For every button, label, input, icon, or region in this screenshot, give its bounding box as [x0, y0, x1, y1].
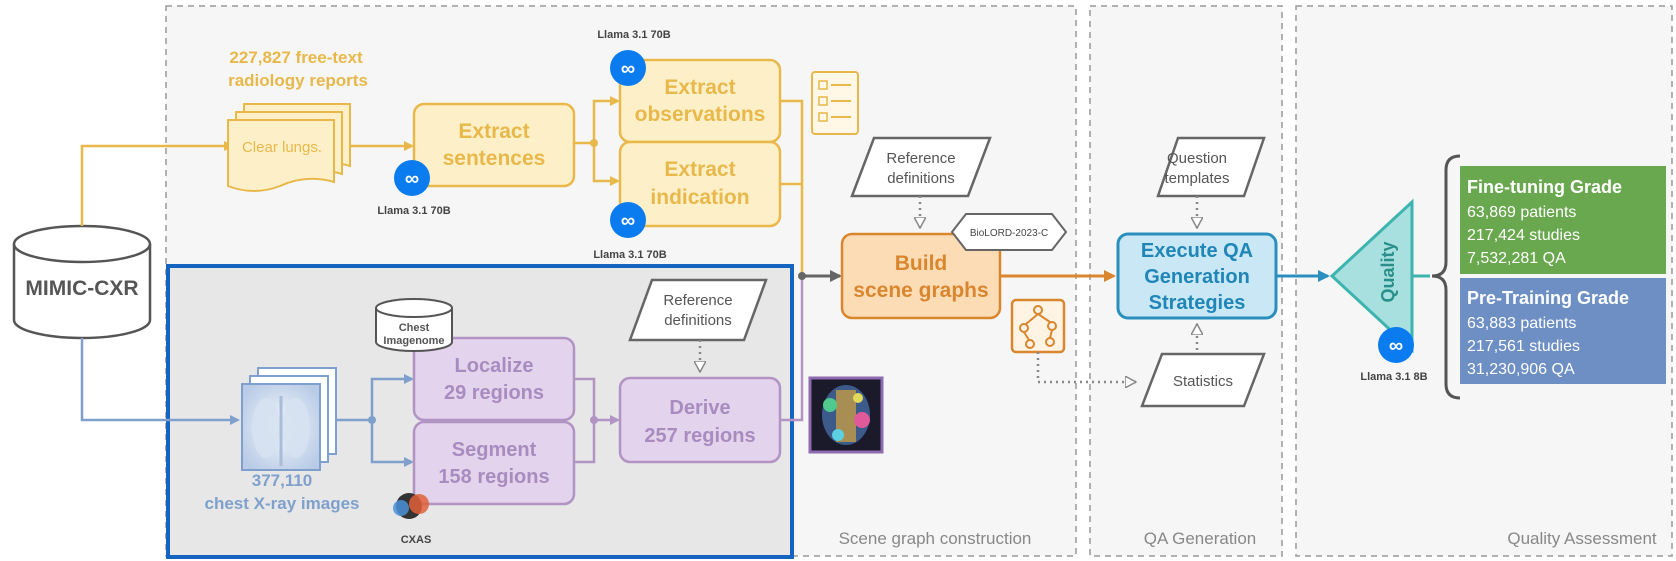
- svg-text:∞: ∞: [621, 58, 635, 80]
- pre-training-grade-card: Pre-Training Grade 63,883 patients 217,5…: [1460, 278, 1666, 384]
- svg-text:158 regions: 158 regions: [438, 466, 549, 488]
- svg-text:Fine-tuning Grade: Fine-tuning Grade: [1467, 177, 1622, 197]
- svg-text:indication: indication: [650, 186, 749, 209]
- svg-text:Reference: Reference: [663, 292, 732, 309]
- svg-text:227,827 free-text: 227,827 free-text: [229, 48, 363, 67]
- svg-text:Imagenome: Imagenome: [383, 335, 444, 347]
- database-label: MIMIC-CXR: [25, 277, 138, 300]
- chest-imagenome-database: Chest Imagenome: [375, 298, 453, 352]
- svg-text:BioLORD-2023-C: BioLORD-2023-C: [970, 228, 1048, 239]
- svg-text:217,424 studies: 217,424 studies: [1467, 227, 1580, 244]
- svg-text:Quality: Quality: [1378, 241, 1398, 302]
- biolord-model-badge: BioLORD-2023-C: [950, 213, 1068, 251]
- svg-text:Extract: Extract: [664, 76, 735, 99]
- svg-text:Reference: Reference: [886, 150, 955, 167]
- svg-text:Execute QA: Execute QA: [1141, 240, 1253, 262]
- statistics-box: Statistics: [1140, 352, 1266, 408]
- fine-tuning-grade-card: Fine-tuning Grade 63,869 patients 217,42…: [1460, 166, 1666, 274]
- svg-text:∞: ∞: [621, 210, 635, 232]
- derive-up-connector: [780, 276, 804, 422]
- execute-qa-box: Execute QA Generation Strategies: [1116, 232, 1278, 320]
- svg-text:Segment: Segment: [452, 439, 537, 461]
- reference-definitions-image: Reference definitions: [628, 278, 768, 342]
- quality-section-label: Quality Assessment: [1507, 529, 1657, 548]
- svg-text:radiology reports: radiology reports: [228, 71, 368, 90]
- build-scene-graphs-box: Build scene graphs: [840, 232, 1002, 320]
- svg-text:Extract: Extract: [458, 120, 529, 143]
- meta-logo-icon: ∞: [610, 202, 646, 238]
- qa-section-label: QA Generation: [1144, 529, 1256, 548]
- to-observations-arrow: [592, 96, 620, 143]
- svg-text:29 regions: 29 regions: [444, 382, 544, 404]
- checklist-icon: [811, 71, 859, 135]
- to-indication-arrow: [592, 143, 620, 186]
- db-to-reports-connector: [80, 141, 234, 226]
- to-segment-arrow: [370, 420, 414, 467]
- svg-text:Pre-Training Grade: Pre-Training Grade: [1467, 288, 1629, 308]
- svg-text:∞: ∞: [405, 168, 419, 190]
- derive-box: Derive 257 regions: [618, 376, 782, 464]
- svg-text:scene graphs: scene graphs: [853, 279, 988, 302]
- svg-text:Generation: Generation: [1144, 266, 1250, 288]
- meta-logo-icon: ∞: [394, 160, 430, 196]
- meta-logo-icon: ∞: [1378, 327, 1414, 363]
- llm-label-left: Llama 3.1 70B: [377, 205, 450, 217]
- question-templates: Question templates: [1156, 136, 1266, 198]
- svg-text:63,869 patients: 63,869 patients: [1467, 204, 1576, 221]
- reference-definitions-scene: Reference definitions: [850, 136, 992, 198]
- reports-stack: 227,827 free-text radiology reports Clea…: [227, 48, 368, 192]
- svg-text:257 regions: 257 regions: [644, 425, 755, 447]
- svg-text:Build: Build: [895, 252, 948, 275]
- grade-brace: [1431, 154, 1461, 400]
- svg-text:31,230,906 QA: 31,230,906 QA: [1467, 361, 1575, 378]
- extract-indication-box: Extract indication: [618, 140, 782, 228]
- svg-text:∞: ∞: [1389, 335, 1403, 357]
- cxas-logo-icon: [393, 493, 429, 519]
- extract-sentences-box: Extract sentences: [412, 102, 576, 188]
- svg-text:Derive: Derive: [669, 397, 730, 419]
- segmentation-thumbnail: [808, 376, 884, 454]
- db-to-images-connector: [80, 338, 240, 425]
- svg-text:Strategies: Strategies: [1149, 292, 1246, 314]
- svg-text:definitions: definitions: [664, 312, 732, 329]
- obs-merge-connector: [780, 99, 804, 276]
- xray-images-stack: [241, 367, 337, 471]
- svg-text:63,883 patients: 63,883 patients: [1467, 315, 1576, 332]
- svg-text:definitions: definitions: [887, 170, 955, 187]
- svg-text:Question: Question: [1167, 150, 1227, 167]
- cxas-label: CXAS: [401, 534, 432, 546]
- svg-text:Extract: Extract: [664, 158, 735, 181]
- images-count: 377,110: [252, 471, 313, 490]
- images-label: chest X-ray images: [205, 494, 360, 513]
- to-localize-arrow: [370, 374, 414, 420]
- segment-box: Segment 158 regions: [412, 420, 576, 506]
- svg-text:observations: observations: [635, 103, 766, 126]
- scene-graph-section-label: Scene graph construction: [839, 529, 1032, 548]
- meta-logo-icon: ∞: [610, 50, 646, 86]
- localize-box: Localize 29 regions: [412, 336, 576, 422]
- svg-text:7,532,281 QA: 7,532,281 QA: [1467, 250, 1566, 267]
- scene-graph-icon: [1010, 298, 1066, 354]
- llm-label-top: Llama 3.1 70B: [597, 29, 670, 41]
- llm-label-quality: Llama 3.1 8B: [1360, 371, 1427, 383]
- svg-text:Statistics: Statistics: [1173, 373, 1233, 390]
- llm-label-bottom: Llama 3.1 70B: [593, 249, 666, 261]
- svg-text:sentences: sentences: [443, 147, 546, 170]
- svg-text:217,561 studies: 217,561 studies: [1467, 338, 1580, 355]
- svg-text:templates: templates: [1164, 170, 1229, 187]
- svg-text:Localize: Localize: [455, 355, 534, 377]
- mimic-cxr-database: MIMIC-CXR: [12, 224, 152, 340]
- report-sample-text: Clear lungs.: [242, 139, 322, 156]
- svg-text:Chest: Chest: [399, 322, 430, 334]
- graph-to-statistics-arrow: [1036, 352, 1136, 382]
